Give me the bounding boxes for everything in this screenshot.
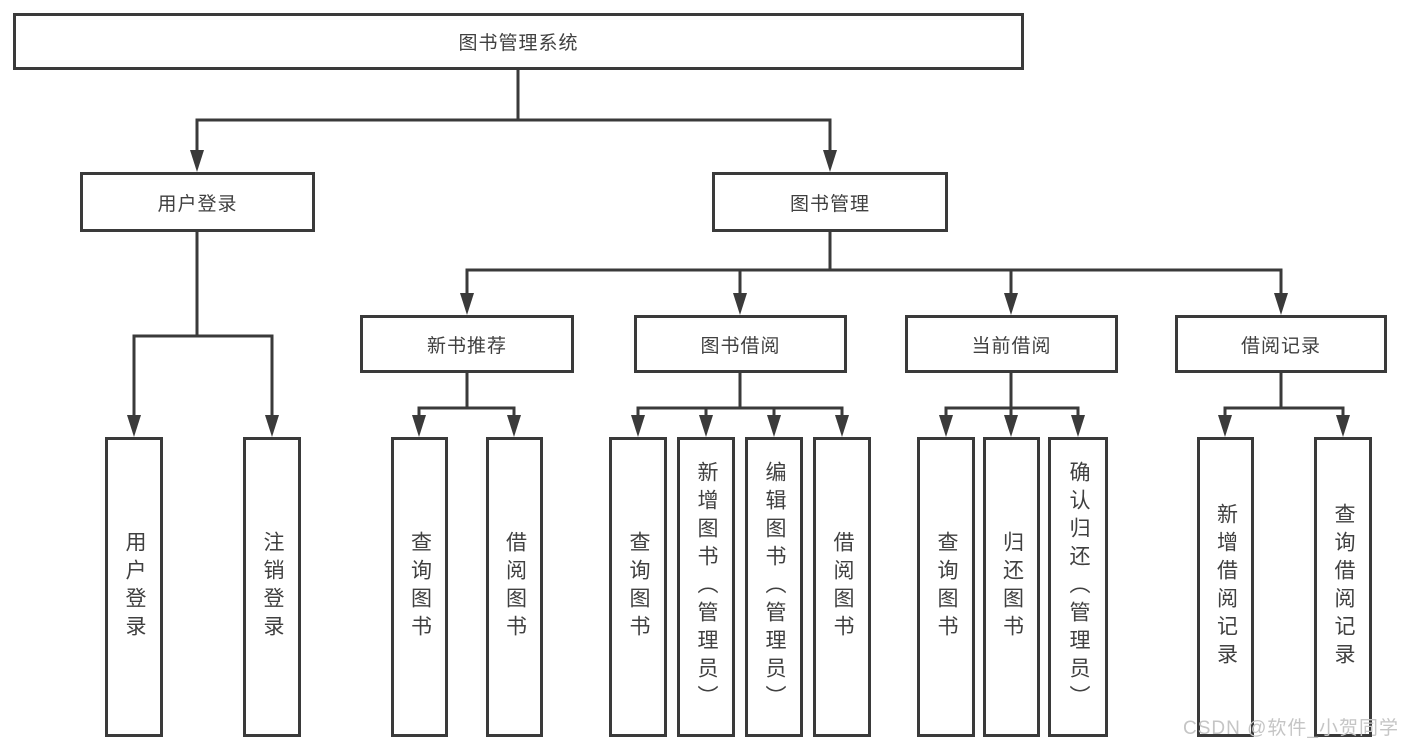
node-label: 注销登录 xyxy=(261,531,285,643)
node-label: 借阅记录 xyxy=(1240,335,1321,357)
leaf-query-books-recommend: 查询图书 xyxy=(391,437,448,737)
node-new-book-recommendation: 新书推荐 xyxy=(360,315,574,373)
node-label: 借阅图书 xyxy=(831,531,855,643)
node-borrowing-records: 借阅记录 xyxy=(1175,315,1387,373)
leaf-user-login: 用户登录 xyxy=(105,437,163,737)
leaf-query-books-borrowing: 查询图书 xyxy=(609,437,667,737)
node-label: 图书借阅 xyxy=(700,335,781,357)
node-label: 查询借阅记录 xyxy=(1332,503,1356,671)
leaf-borrow-books: 借阅图书 xyxy=(813,437,871,737)
node-label: 确认归还（管理员） xyxy=(1067,461,1091,713)
node-label: 查询图书 xyxy=(935,531,959,643)
node-label: 新增借阅记录 xyxy=(1214,503,1238,671)
node-label: 查询图书 xyxy=(408,531,432,643)
node-label: 编辑图书（管理员） xyxy=(763,461,787,713)
leaf-borrow-books-recommend: 借阅图书 xyxy=(486,437,543,737)
csdn-watermark: CSDN @软件_小贺同学 xyxy=(1183,718,1399,739)
leaf-query-borrow-record: 查询借阅记录 xyxy=(1314,437,1372,737)
leaf-query-books-current: 查询图书 xyxy=(917,437,975,737)
leaf-return-books: 归还图书 xyxy=(983,437,1040,737)
node-book-borrowing: 图书借阅 xyxy=(634,315,847,373)
node-label: 借阅图书 xyxy=(503,531,527,643)
leaf-confirm-return-admin: 确认归还（管理员） xyxy=(1048,437,1108,737)
node-label: 用户登录 xyxy=(157,193,238,215)
node-label: 图书管理系统 xyxy=(458,33,579,54)
node-label: 新增图书（管理员） xyxy=(695,461,719,713)
node-library-management-system: 图书管理系统 xyxy=(13,13,1024,70)
node-label: 新书推荐 xyxy=(426,335,507,357)
node-label: 查询图书 xyxy=(627,531,651,643)
leaf-edit-books-admin: 编辑图书（管理员） xyxy=(745,437,803,737)
node-label: 当前借阅 xyxy=(971,335,1052,357)
leaf-add-borrow-record: 新增借阅记录 xyxy=(1197,437,1254,737)
node-current-borrowing: 当前借阅 xyxy=(905,315,1118,373)
node-label: 图书管理 xyxy=(789,193,870,215)
leaf-logout: 注销登录 xyxy=(243,437,301,737)
node-user-login: 用户登录 xyxy=(80,172,315,232)
node-label: 用户登录 xyxy=(123,531,147,643)
node-label: 归还图书 xyxy=(1000,531,1024,643)
node-book-management: 图书管理 xyxy=(712,172,948,232)
leaf-add-books-admin: 新增图书（管理员） xyxy=(677,437,735,737)
